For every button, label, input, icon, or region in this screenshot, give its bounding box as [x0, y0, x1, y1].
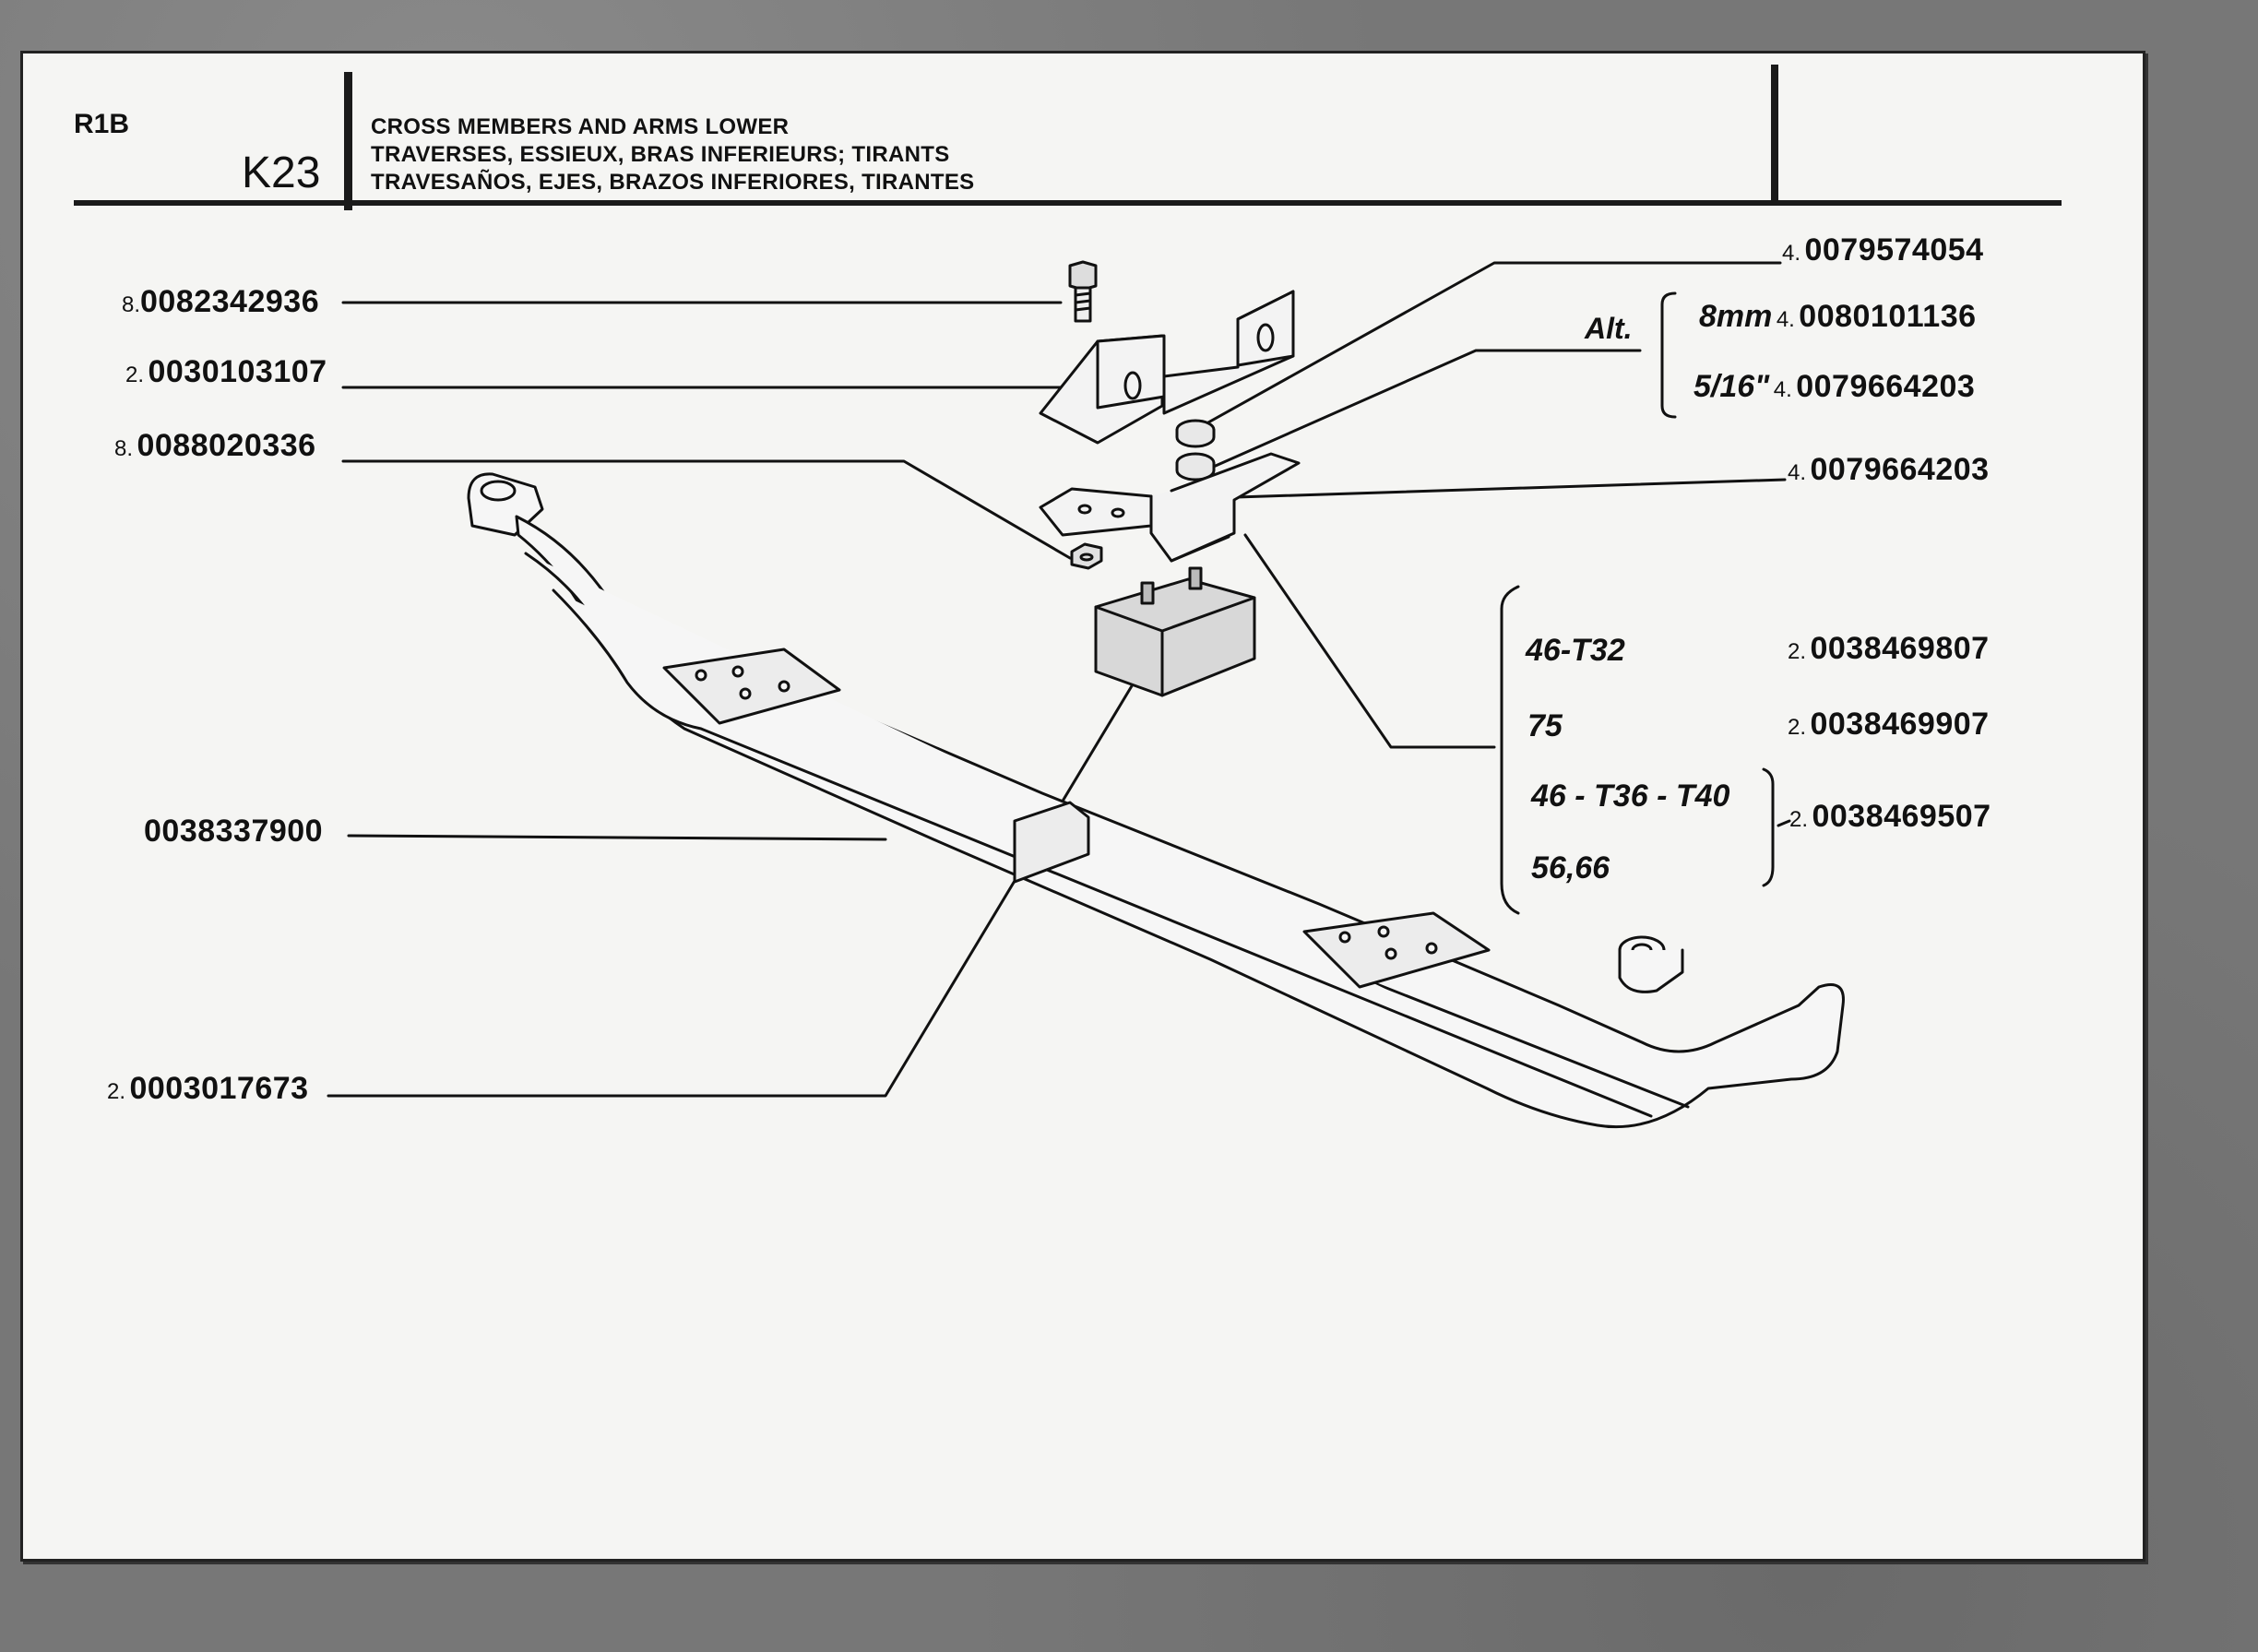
- header-rule: [74, 200, 2062, 206]
- mount-part-2: 2. 0038469907: [1788, 707, 1990, 742]
- mount-model-1: 46-T32: [1526, 633, 1625, 668]
- mount-part-1: 2. 0038469807: [1788, 631, 1990, 666]
- leader-alt: [1199, 349, 1642, 474]
- leader-nut: [341, 459, 1072, 560]
- alt-bracket: [1660, 291, 1677, 419]
- rubber-mount-part: [1094, 566, 1256, 697]
- part-crossmember: 0038337900: [144, 814, 324, 849]
- alt-label: Alt.: [1585, 312, 1633, 345]
- title-es: TRAVESAÑOS, EJES, BRAZOS INFERIORES, TIR…: [371, 170, 975, 195]
- mount-model-4: 56,66: [1531, 850, 1610, 885]
- title-en: CROSS MEMBERS AND ARMS LOWER: [371, 114, 790, 139]
- alt-item-8mm: 8mm 4. 0080101136: [1699, 299, 1977, 334]
- leader-top-nut: [1190, 261, 1782, 434]
- part-nut: 8. 0088020336: [114, 428, 316, 463]
- upper-bracket-part: [1039, 290, 1295, 445]
- mounts-bracket: [1500, 585, 1520, 915]
- mount-model-2: 75: [1527, 708, 1563, 743]
- section-code: K23: [242, 149, 321, 197]
- part-bolt: 8.0082342936: [122, 284, 320, 319]
- leader-mounts: [1243, 533, 1496, 749]
- leader-crossmember: [347, 834, 887, 841]
- alt-item-5-16: 5/16" 4. 0079664203: [1694, 369, 1976, 404]
- group-bracket: [1762, 767, 1775, 887]
- leader-washer: [1206, 478, 1787, 500]
- leader-mount-group: [1777, 819, 1791, 827]
- leader-bracket: [341, 378, 1072, 389]
- header-divider-left: [344, 72, 352, 210]
- header-divider-right: [1771, 65, 1778, 201]
- lower-bracket-part: [1039, 452, 1301, 563]
- mount-model-3: 46 - T36 - T40: [1531, 778, 1730, 814]
- part-washer: 4. 0079664203: [1788, 452, 1990, 487]
- model-code: R1B: [74, 109, 130, 139]
- part-rubber-mount: 2. 0003017673: [107, 1071, 309, 1106]
- title-fr: TRAVERSES, ESSIEUX, BRAS INFERIEURS; TIR…: [371, 142, 950, 167]
- part-top-nut: 4. 0079574054: [1782, 232, 1984, 267]
- part-bracket: 2. 0030103107: [125, 354, 327, 389]
- bolt-part: [1068, 260, 1098, 323]
- mount-part-group: 2. 0038469507: [1789, 799, 1991, 834]
- crossmember-part: [467, 472, 1845, 1129]
- small-nut-part: [1070, 542, 1103, 570]
